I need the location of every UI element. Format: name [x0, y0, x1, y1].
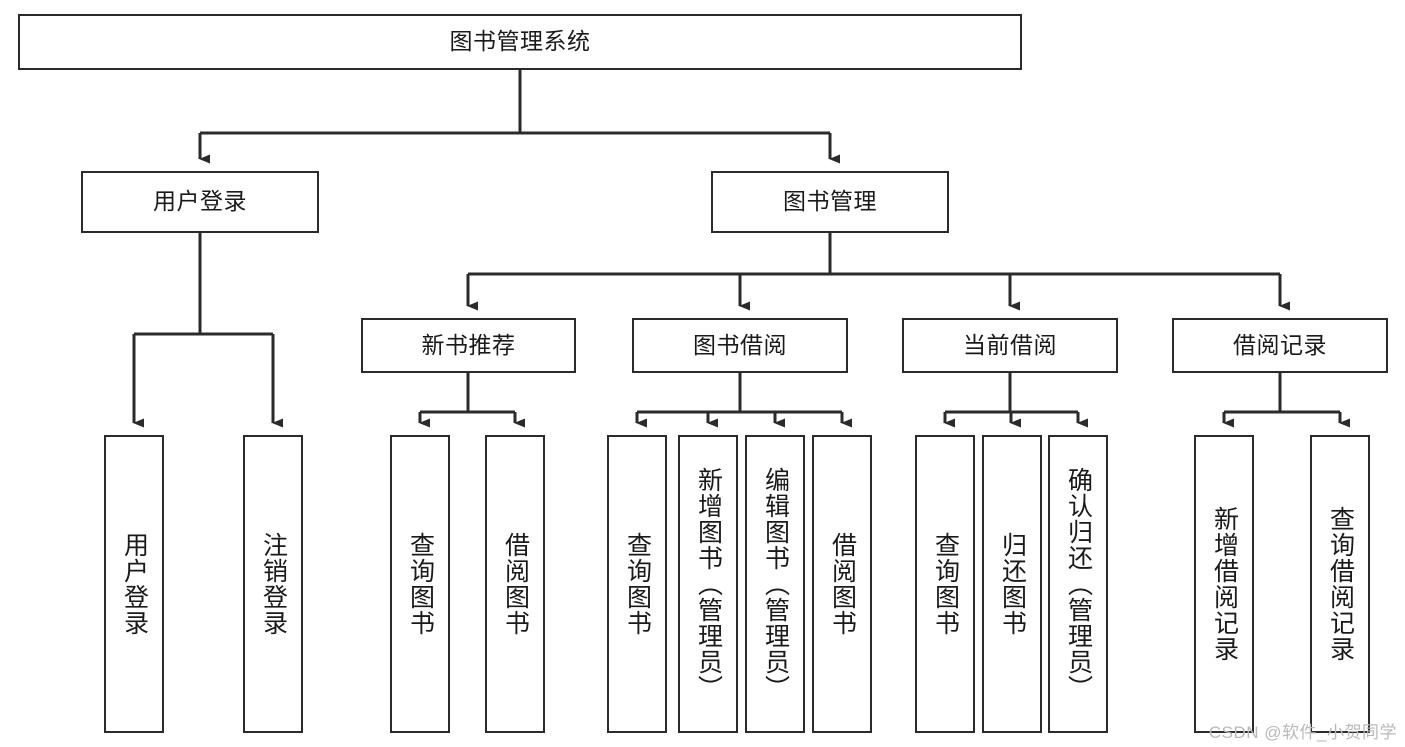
node-book-manage[interactable]: 图书管理 — [711, 171, 949, 233]
watermark-text: CSDN @软件_小贺同学 — [1208, 723, 1397, 742]
node-leaf-query-book-1[interactable]: 查询图书 — [390, 435, 450, 733]
node-leaf-query-book-2[interactable]: 查询图书 — [607, 435, 667, 733]
node-new-book-recommend[interactable]: 新书推荐 — [361, 318, 576, 373]
node-label: 借阅图书 — [501, 532, 530, 636]
node-label: 查询图书 — [406, 532, 435, 636]
node-leaf-query-book-3[interactable]: 查询图书 — [915, 435, 975, 733]
node-borrow-record[interactable]: 借阅记录 — [1172, 318, 1388, 373]
node-leaf-confirm-return[interactable]: 确认归还（管理员） — [1048, 435, 1108, 733]
node-label: 当前借阅 — [963, 331, 1057, 358]
node-label: 借阅记录 — [1233, 331, 1327, 358]
node-label: 查询借阅记录 — [1326, 506, 1355, 662]
node-label: 用户登录 — [120, 532, 149, 636]
node-label: 查询图书 — [623, 532, 652, 636]
node-book-borrow[interactable]: 图书借阅 — [632, 318, 848, 373]
node-leaf-borrow-book-2[interactable]: 借阅图书 — [812, 435, 872, 733]
node-label: 新增借阅记录 — [1210, 506, 1239, 662]
node-label: 确认归还（管理员） — [1064, 467, 1093, 701]
node-label: 图书管理 — [783, 188, 877, 215]
node-label: 用户登录 — [153, 188, 247, 215]
node-leaf-logout[interactable]: 注销登录 — [243, 435, 303, 733]
node-leaf-add-record[interactable]: 新增借阅记录 — [1194, 435, 1254, 733]
node-label: 图书管理系统 — [449, 28, 591, 55]
node-label: 查询图书 — [931, 532, 960, 636]
node-leaf-return-book[interactable]: 归还图书 — [982, 435, 1042, 733]
node-label: 编辑图书（管理员） — [761, 467, 790, 701]
node-leaf-edit-book[interactable]: 编辑图书（管理员） — [745, 435, 805, 733]
node-leaf-query-record[interactable]: 查询借阅记录 — [1310, 435, 1370, 733]
node-leaf-user-login[interactable]: 用户登录 — [104, 435, 164, 733]
node-label: 借阅图书 — [828, 532, 857, 636]
node-label: 归还图书 — [998, 532, 1027, 636]
node-user-login[interactable]: 用户登录 — [81, 171, 319, 233]
node-root[interactable]: 图书管理系统 — [18, 14, 1022, 70]
node-label: 图书借阅 — [693, 331, 787, 358]
node-leaf-borrow-book-1[interactable]: 借阅图书 — [485, 435, 545, 733]
node-leaf-add-book[interactable]: 新增图书（管理员） — [678, 435, 738, 733]
node-label: 新书推荐 — [421, 331, 516, 358]
node-label: 新增图书（管理员） — [694, 467, 723, 701]
node-label: 注销登录 — [259, 532, 288, 636]
node-current-borrow[interactable]: 当前借阅 — [902, 318, 1118, 373]
